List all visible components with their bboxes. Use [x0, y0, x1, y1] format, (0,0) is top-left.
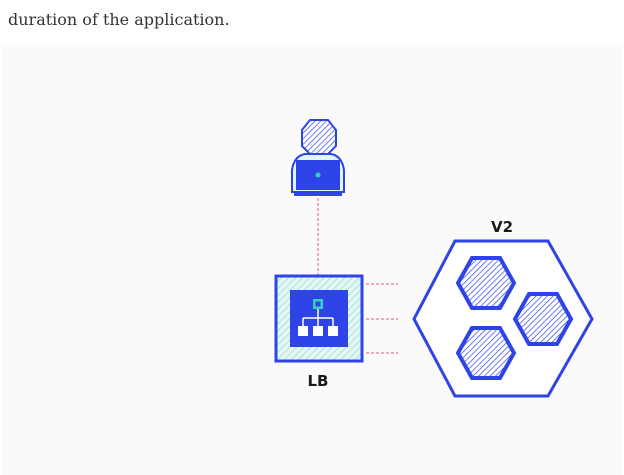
v2-service-group: [412, 239, 594, 398]
hexagon-icon: [455, 326, 517, 380]
version-label: V2: [491, 218, 513, 236]
user-laptop-icon: [291, 119, 345, 196]
intro-text: duration of the application.: [8, 10, 230, 29]
network-hierarchy-icon: [298, 299, 338, 336]
hexagon-icon: [455, 256, 517, 310]
connectors-lb-to-v2: [366, 283, 398, 354]
load-balancer-label: LB: [308, 372, 329, 390]
load-balancer-node: [274, 274, 364, 363]
hexagon-icon: [512, 292, 574, 346]
